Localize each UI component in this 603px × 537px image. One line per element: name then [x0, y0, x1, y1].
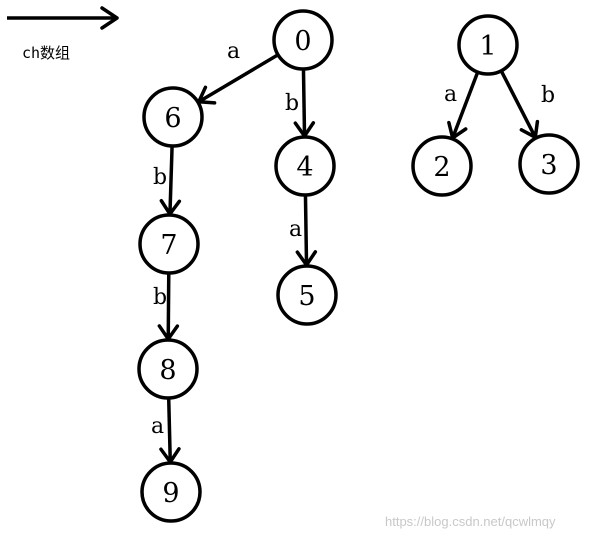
node-label: 0	[294, 26, 311, 57]
node-circle	[138, 213, 200, 275]
edge-4-5: a	[289, 194, 318, 267]
node-3: 3	[518, 133, 580, 195]
node-label: 3	[540, 150, 557, 181]
edge-1-3: b	[499, 70, 555, 140]
node-circle	[142, 86, 204, 148]
node-8: 8	[137, 338, 199, 400]
node-4: 4	[274, 135, 336, 197]
node-label: 2	[433, 152, 450, 183]
edge-0-6: a	[197, 39, 279, 105]
edges-layer: a b b a b a a b	[151, 39, 555, 464]
edge-line	[499, 70, 537, 139]
legend: ch数组	[7, 6, 119, 62]
edge-line	[301, 68, 307, 137]
node-circle	[518, 133, 580, 195]
edge-line	[451, 71, 480, 139]
legend-label: ch数组	[22, 44, 70, 62]
node-label: 9	[162, 478, 179, 509]
legend-arrow-head	[100, 6, 119, 30]
node-circle	[276, 264, 338, 326]
node-6: 6	[142, 86, 204, 148]
node-2: 2	[411, 135, 473, 197]
edge-label: b	[285, 91, 299, 116]
node-circle	[457, 14, 519, 76]
edge-line	[166, 272, 171, 340]
edge-6-7: b	[153, 145, 182, 216]
node-label: 7	[160, 230, 177, 261]
node-circle	[411, 135, 473, 197]
node-9: 9	[140, 461, 202, 523]
edge-8-9: a	[151, 397, 181, 464]
edge-line	[197, 53, 279, 104]
nodes-layer: 0 6 4 7 5 8 9 1 2 3	[137, 9, 580, 523]
node-7: 7	[138, 213, 200, 275]
edge-label: b	[153, 285, 167, 310]
edge-label: a	[151, 414, 164, 439]
edge-1-2: a	[444, 71, 480, 140]
edge-label: b	[541, 83, 555, 108]
edge-line	[166, 397, 173, 463]
node-circle	[274, 135, 336, 197]
edge-7-8: b	[153, 272, 180, 341]
node-0: 0	[272, 9, 334, 71]
node-label: 5	[298, 281, 315, 312]
node-circle	[137, 338, 199, 400]
edge-label: a	[444, 82, 457, 107]
node-label: 1	[479, 31, 496, 62]
node-label: 6	[164, 103, 181, 134]
node-label: 4	[296, 152, 313, 183]
watermark: https://blog.csdn.net/qcwlmqy	[385, 514, 556, 529]
edge-label: b	[153, 165, 167, 190]
node-1: 1	[457, 14, 519, 76]
node-circle	[140, 461, 202, 523]
edge-0-4: b	[285, 68, 316, 138]
edge-label: a	[227, 39, 240, 64]
edge-line	[303, 194, 309, 266]
node-5: 5	[276, 264, 338, 326]
edge-line	[168, 145, 174, 215]
edge-label: a	[289, 217, 302, 242]
node-label: 8	[159, 355, 176, 386]
node-circle	[272, 9, 334, 71]
